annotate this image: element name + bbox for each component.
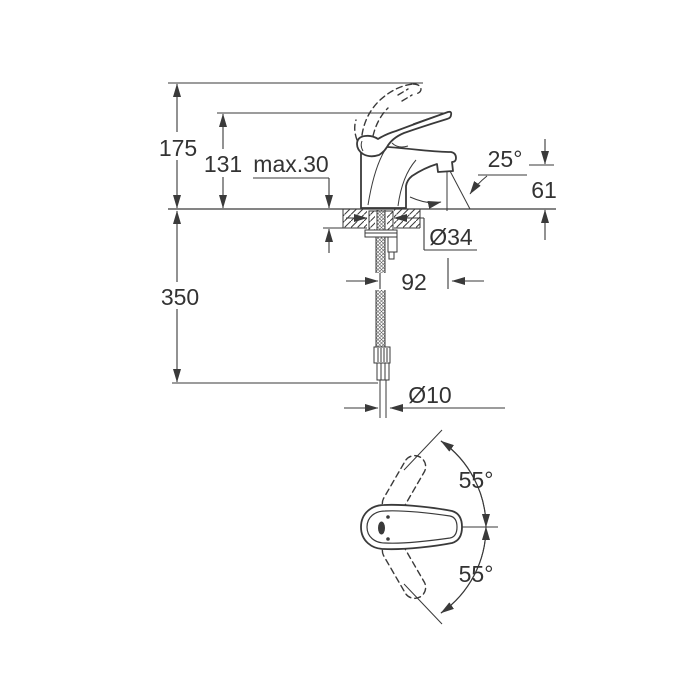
stream-angle-lines	[409, 170, 527, 211]
copper-pipe	[379, 380, 387, 418]
dim-deck-thickness-label: max.30	[253, 151, 328, 177]
arc-lower-b	[440, 526, 490, 614]
angle-arc-left	[409, 196, 442, 209]
handle-pin-bottom	[386, 537, 390, 541]
connector-ribs	[380, 363, 386, 380]
mounting-hardware	[364, 210, 398, 260]
dim-projection-label: 92	[401, 269, 427, 295]
mounting-stud-tip	[388, 251, 395, 260]
reference-lines	[168, 82, 554, 384]
threaded-shank	[377, 210, 385, 231]
nut-hatch-left	[369, 211, 375, 230]
dim-hose-length-label: 350	[161, 284, 199, 310]
dim-swivel-up-label: 55°	[459, 467, 494, 493]
swivel-lines	[403, 429, 498, 625]
nut-hatch-right	[387, 211, 393, 230]
dim-hole-diameter-label: Ø34	[429, 224, 473, 250]
handle-top-view: 55° 55°	[360, 429, 498, 625]
dimension-lines	[173, 83, 549, 412]
dim-total-height-label: 175	[159, 135, 197, 161]
hose-braid-upper	[376, 237, 385, 273]
lever-crease	[360, 115, 437, 152]
hose-connector	[376, 362, 390, 381]
hose-crimp-sleeve	[373, 346, 391, 364]
dim-swivel-down-label: 55°	[459, 561, 494, 587]
body-detail-curves	[367, 142, 417, 207]
handle-pin-top	[386, 515, 390, 519]
dim-stream-angle-label: 25°	[488, 146, 523, 172]
shank-edges	[376, 210, 386, 231]
dim-d34-leader	[423, 218, 477, 251]
handle-indicator-dot	[378, 521, 385, 535]
dim-outlet-height-label: 61	[531, 177, 557, 203]
swivel-line-up	[403, 429, 443, 471]
mounting-stud	[387, 236, 398, 253]
dim-92-ticks	[379, 258, 449, 289]
raised-handle-dashed	[354, 83, 422, 141]
sleeve-ribs	[377, 348, 388, 362]
lever-handle	[356, 110, 453, 158]
dim-rest-height-label: 131	[204, 151, 242, 177]
stream-angled-line	[449, 170, 471, 210]
flex-hose	[373, 237, 391, 418]
label-backgrounds	[156, 133, 561, 308]
handle-plan-outer	[360, 503, 463, 551]
swivel-arcs	[440, 440, 490, 614]
faucet-side-view: 175 131 max.30 25° 61 Ø34 92 350 Ø10	[156, 82, 561, 418]
hose-lower-edges	[375, 290, 386, 347]
swivel-line-down	[403, 583, 443, 625]
hose-upper-edges	[375, 237, 386, 273]
handle-plan-inner	[366, 510, 458, 544]
hose-braid-lower	[376, 290, 385, 347]
dim-pipe-diameter-label: Ø10	[408, 382, 451, 408]
angle-arc-right	[469, 175, 488, 195]
arc-upper-b	[440, 440, 490, 528]
